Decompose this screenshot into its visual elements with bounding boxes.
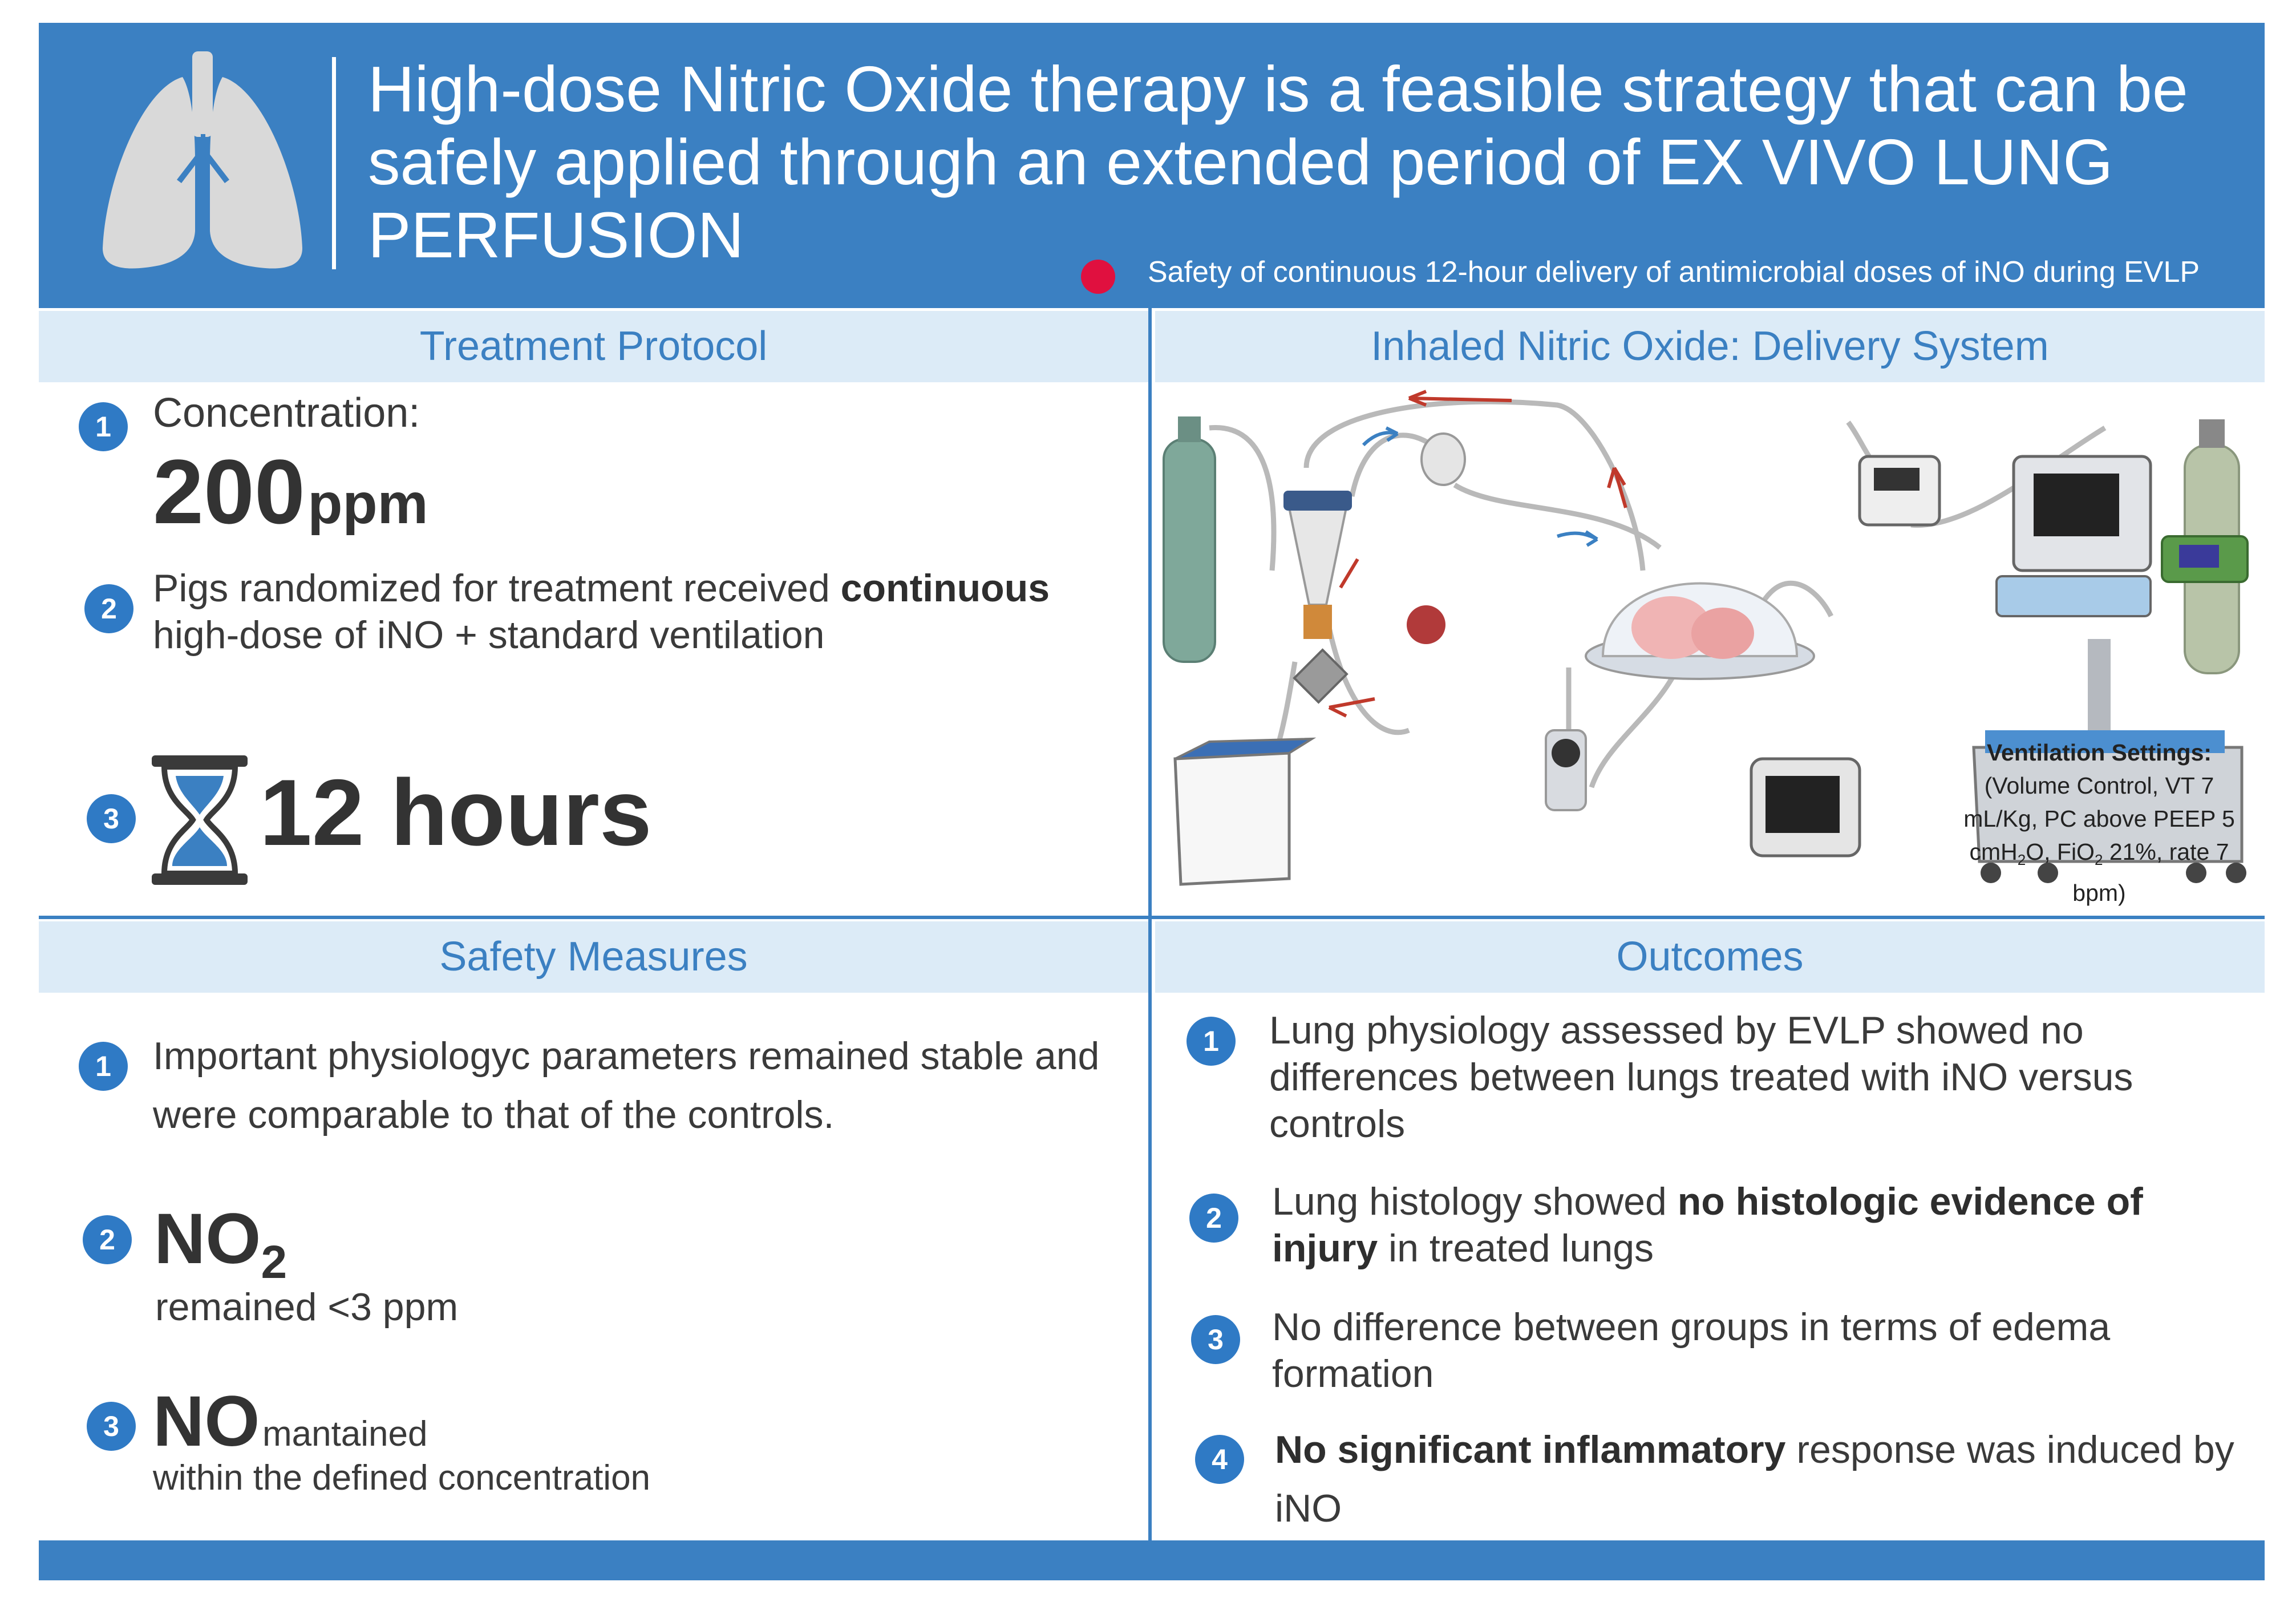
outcome-inflammatory-text: No significant inflammatory response was…: [1275, 1421, 2245, 1538]
outcome-text-post: in treated lungs: [1378, 1227, 1654, 1270]
ventilation-line: bpm): [2072, 880, 2126, 907]
no-label: NO mantained: [153, 1381, 428, 1462]
header-divider: [332, 57, 336, 269]
lungs-icon: [103, 51, 302, 269]
step-number-badge: 1: [1187, 1017, 1236, 1066]
safety-note: Safety of continuous 12-hour delivery of…: [1148, 256, 2200, 289]
ventilation-line: mL/Kg, PC above PEEP 5: [1963, 806, 2235, 832]
header-banner: [39, 23, 2265, 308]
vertical-divider: [1148, 308, 1152, 1580]
no-text: within the defined concentration: [153, 1458, 651, 1498]
concentration-value: 200 ppm: [153, 439, 428, 544]
ventilation-settings-title: Ventilation Settings:: [1986, 739, 2212, 766]
no-small: mantained: [262, 1414, 428, 1454]
page-title: High-dose Nitric Oxide therapy is a feas…: [368, 53, 2188, 271]
step-number-badge: 3: [87, 794, 136, 843]
step-number-badge: 3: [87, 1402, 136, 1451]
outcome-physiology-text: Lung physiology assessed by EVLP showed …: [1269, 1009, 2133, 1146]
outcome-text-bold: No significant inflammatory: [1275, 1428, 1786, 1471]
vent-text: O, FiO: [2026, 839, 2095, 865]
safety-heading: Safety Measures: [39, 921, 1148, 993]
no2-sub: 2: [261, 1236, 287, 1288]
footer-bar: [39, 1540, 2265, 1580]
delivery-system-illustration: [1163, 390, 2249, 886]
no-big: NO: [153, 1382, 260, 1461]
treatment-text-post: high-dose of iNO + standard ventilation: [153, 613, 825, 657]
step-number-badge: 3: [1191, 1315, 1240, 1364]
ventilation-line: cmH2O, FiO2 21%, rate 7: [1945, 835, 2253, 876]
step-number-badge: 4: [1195, 1435, 1244, 1484]
step-number-badge: 2: [83, 1215, 132, 1264]
vent-sub: 2: [2094, 851, 2103, 869]
treatment-text-pre: Pigs randomized for treatment received: [153, 567, 841, 610]
no2-text: remained <3 ppm: [155, 1285, 459, 1329]
red-dot-icon: [1081, 260, 1115, 294]
no2-big: NO: [154, 1199, 261, 1279]
outcomes-heading: Outcomes: [1155, 921, 2265, 993]
concentration-unit: ppm: [307, 472, 428, 536]
ventilation-settings: Ventilation Settings: (Volume Control, V…: [1945, 736, 2253, 909]
hourglass-icon: [152, 755, 248, 885]
concentration-label: Concentration:: [153, 390, 420, 436]
outcome-text-pre: Lung histology showed: [1272, 1180, 1678, 1223]
outcome-text-bold: no histologic evidence of injury: [1272, 1180, 2143, 1270]
step-number-badge: 1: [79, 402, 128, 451]
treatment-heading: Treatment Protocol: [39, 311, 1148, 382]
ventilation-line: (Volume Control, VT 7: [1984, 772, 2214, 799]
horizontal-divider: [39, 916, 2265, 919]
step-number-badge: 2: [84, 584, 133, 633]
concentration-number: 200: [153, 440, 305, 543]
safety-parameters-text: Important physiologyc parameters remaine…: [153, 1034, 1100, 1136]
step-number-badge: 2: [1189, 1194, 1238, 1243]
treatment-description: Pigs randomized for treatment received c…: [153, 565, 1134, 658]
step-number-badge: 1: [79, 1042, 128, 1091]
outcome-histology-text: Lung histology showed no histologic evid…: [1272, 1178, 2242, 1272]
vent-text: 21%, rate 7: [2103, 839, 2229, 865]
vent-text: cmH: [1969, 839, 2018, 865]
treatment-text-bold: continuous: [840, 567, 1050, 610]
outcome-text-post: response was induced by iNO: [1275, 1428, 2234, 1530]
vent-sub: 2: [2017, 851, 2026, 869]
duration-value: 12 hours: [260, 760, 652, 865]
outcome-edema-text: No difference between groups in terms of…: [1272, 1305, 2111, 1395]
delivery-heading: Inhaled Nitric Oxide: Delivery System: [1155, 311, 2265, 382]
no2-label: NO2: [154, 1198, 287, 1289]
